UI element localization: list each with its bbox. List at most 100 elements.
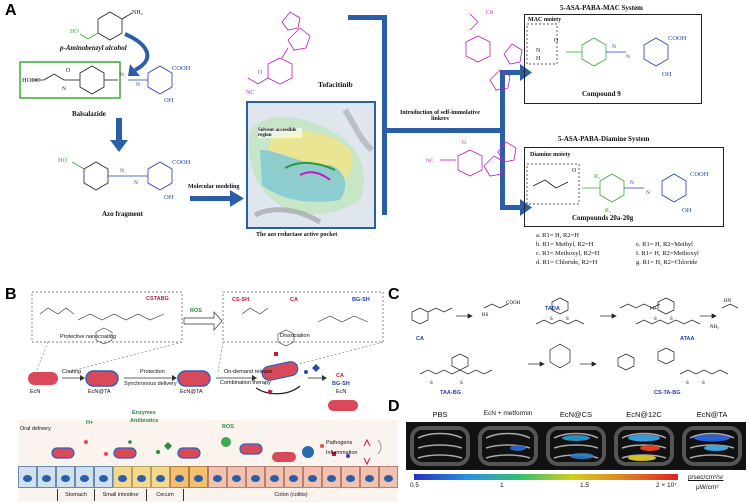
cell	[151, 466, 170, 488]
molecular-modeling-label: Molecular modeling	[188, 184, 240, 190]
r-item-e: e. R1= H, R2=Methyl	[636, 241, 693, 248]
svg-text:S: S	[654, 317, 657, 322]
diamine-system-title: 5-ASA-PABA-Diamine System	[558, 135, 650, 143]
ca-label: CA	[290, 297, 298, 303]
svg-text:COOH: COOH	[172, 159, 191, 166]
tofacitinib-label: Tofacitinib	[318, 80, 353, 89]
svg-text:NH₂: NH₂	[710, 325, 719, 330]
c-tada-label: TADA	[545, 306, 560, 312]
antibiotics-label: Antibiotics	[130, 418, 159, 424]
unit-radiance: p/sec/cm²/sr	[688, 474, 724, 481]
gi-region-labels: Stomach Small intestine Cecum Colon (col…	[18, 489, 398, 501]
svg-text:HOOC: HOOC	[22, 77, 40, 84]
region-cecum: Cecum	[147, 489, 184, 501]
cell	[18, 466, 37, 488]
r-item-d: d. R1= Chloride, R2=H	[536, 259, 598, 266]
svg-text:N: N	[612, 44, 616, 50]
cstabg-label: CSTABG	[146, 296, 169, 302]
cell	[37, 466, 56, 488]
c-cs-ta-bg-label: CS-TA-BG	[654, 390, 681, 396]
protection-label: Protection	[140, 369, 165, 375]
c-h-plus-label: H+	[650, 306, 658, 312]
mac-moiety-label: MAC moiety	[528, 17, 562, 23]
epithelium-row	[18, 466, 398, 488]
cell	[75, 466, 94, 488]
inflammation-label: Inflammation	[326, 450, 358, 456]
svg-text:N: N	[62, 86, 66, 92]
group-12c-label: EcN@12C	[626, 410, 662, 419]
sync-delivery-label: Synchronous delivery	[124, 381, 177, 387]
coating-label: Coating	[62, 369, 81, 375]
panel-a-structures: NH₂ H O HOOC O N N N COOH OH	[19, 10, 709, 229]
svg-text:OH: OH	[164, 194, 174, 201]
cell	[322, 466, 341, 488]
combination-label: Combination therapy	[220, 380, 271, 386]
region-small-intestine: Small intestine	[95, 489, 147, 501]
svg-text:N: N	[630, 180, 634, 186]
scale-min: 0.5	[410, 482, 420, 489]
ecn-label: EcN	[30, 389, 41, 395]
region-stomach: Stomach	[58, 489, 95, 501]
balsalazide-label: Balsalazide	[72, 110, 106, 118]
svg-text:OH: OH	[662, 71, 672, 78]
ivis-group-labels: PBS EcN + metformin EcN@CS EcN@12C EcN@T…	[406, 410, 746, 420]
svg-text:N: N	[136, 82, 140, 88]
svg-text:N: N	[536, 48, 541, 54]
bg-sh-label: BG-SH	[352, 297, 370, 303]
diamine-moiety-label: Diamine moiety	[530, 152, 571, 158]
result-ca: CA	[336, 373, 344, 379]
svg-text:S: S	[566, 317, 569, 322]
cell	[208, 466, 227, 488]
mac-system-title: 5-ASA-PABA-MAC System	[560, 4, 643, 12]
scale-1: 1	[500, 482, 504, 489]
cell	[189, 466, 208, 488]
svg-text:COOH: COOH	[172, 65, 191, 72]
svg-text:NH₂: NH₂	[132, 10, 143, 16]
cell	[284, 466, 303, 488]
protective-nanocoating-label: Protective nanocoating	[60, 334, 116, 340]
svg-text:S: S	[430, 381, 433, 386]
svg-text:NC: NC	[246, 90, 254, 96]
colorbar	[414, 474, 678, 480]
ecn-ta-label-2: EcN@TA	[180, 389, 203, 395]
svg-text:H: H	[536, 56, 541, 62]
svg-text:CN: CN	[486, 10, 494, 16]
pocket-caption: The azo reductase active pocket	[256, 232, 338, 238]
svg-text:S: S	[670, 317, 673, 322]
svg-text:HN: HN	[724, 299, 732, 304]
region-spacer	[18, 489, 58, 501]
on-demand-label: On-demand release	[224, 369, 273, 375]
solvent-region-label: Solvent-accessible region	[258, 128, 302, 138]
pabol-label: p-Aminobenzyl alcohol	[60, 44, 127, 52]
scale-max: 2 × 10⁷	[656, 482, 677, 489]
enzymes-label: Enzymes	[132, 410, 156, 416]
ecn-ta-label-1: EcN@TA	[88, 389, 111, 395]
r-item-b: b. R1= Methyl, R2=H	[536, 241, 594, 248]
svg-text:S: S	[460, 381, 463, 386]
ros-arrow-label: ROS	[190, 308, 202, 314]
group-ta-label: EcN@TA	[696, 410, 728, 419]
cell	[170, 466, 189, 488]
svg-text:N: N	[120, 72, 124, 78]
cs-sh-label: CS-SH	[232, 297, 250, 303]
svg-text:OH: OH	[682, 207, 692, 214]
dissociation-label: Dissociation	[280, 333, 310, 339]
panel-d-letter: D	[388, 398, 400, 415]
cell	[360, 466, 379, 488]
group-metformin-label: EcN + metformin	[483, 410, 533, 417]
ivis-images	[406, 422, 746, 470]
svg-text:HS: HS	[482, 313, 489, 318]
result-ecn: EcN	[336, 389, 347, 395]
cell	[265, 466, 284, 488]
curve-arrow-1	[124, 32, 150, 72]
mac-system-box	[524, 14, 702, 104]
svg-text:N: N	[646, 190, 650, 196]
panel-a-letter: A	[5, 2, 17, 19]
diamine-system-box	[524, 147, 724, 227]
r-item-a: a. R1= H, R2=H	[536, 232, 579, 239]
panel-b-letter: B	[5, 286, 17, 303]
svg-text:O: O	[66, 68, 71, 74]
svg-text:O: O	[572, 168, 577, 174]
cell	[56, 466, 75, 488]
svg-text:O: O	[554, 38, 559, 44]
